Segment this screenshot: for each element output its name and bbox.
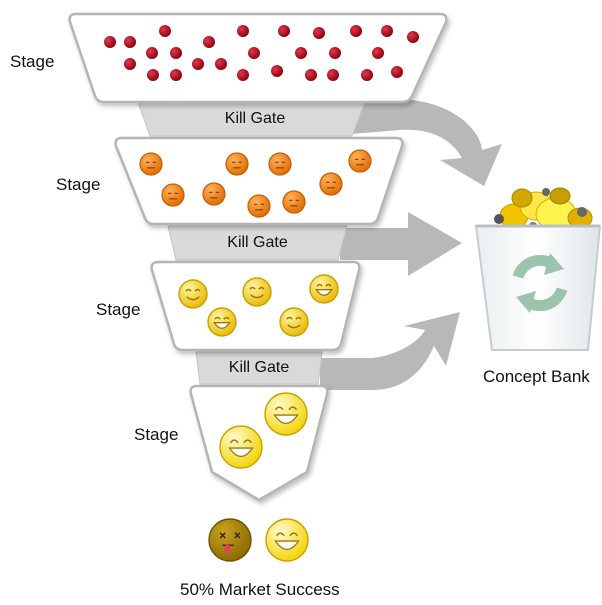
concept-dot <box>391 66 403 78</box>
smiley-face-icon <box>219 425 263 469</box>
concept-dot <box>237 25 249 37</box>
concept-dot <box>329 47 341 59</box>
orange-neutral-face-icon <box>282 190 306 214</box>
gate-label-1: Kill Gate <box>224 110 286 127</box>
smiley-face-icon <box>265 518 309 562</box>
reject-arrow-2 <box>340 212 462 276</box>
smiley-face-icon <box>242 277 272 307</box>
concept-dot <box>381 25 393 37</box>
result-items <box>208 518 309 562</box>
smiley-face-icon <box>279 307 309 337</box>
concept-dot <box>305 69 317 81</box>
concept-dot <box>372 47 384 59</box>
orange-neutral-face-icon <box>139 152 163 176</box>
concept-dot <box>147 69 159 81</box>
concept-dot <box>170 69 182 81</box>
concept-dot <box>215 58 227 70</box>
concept-dot <box>248 47 260 59</box>
concept-dot <box>104 36 116 48</box>
concept-dot <box>407 31 419 43</box>
sick-face-icon <box>208 518 252 562</box>
concept-dot <box>203 36 215 48</box>
gate-label-3: Kill Gate <box>228 359 290 376</box>
orange-neutral-face-icon <box>268 152 292 176</box>
concept-bank-label: Concept Bank <box>483 367 590 386</box>
concept-dot <box>278 25 290 37</box>
orange-neutral-face-icon <box>348 149 372 173</box>
stage-label-4: Stage <box>134 425 179 444</box>
orange-neutral-face-icon <box>161 183 185 207</box>
smiley-face-icon <box>264 392 308 436</box>
concept-bank-bin <box>474 187 602 351</box>
concept-dot <box>295 47 307 59</box>
concept-dot <box>327 69 339 81</box>
concept-dot <box>146 47 158 59</box>
concept-dot <box>124 36 136 48</box>
stage-2-items <box>139 149 372 218</box>
market-success-label: 50% Market Success <box>180 580 340 599</box>
stage-label-3: Stage <box>96 300 141 319</box>
concept-dot <box>350 25 362 37</box>
concept-dot <box>159 25 171 37</box>
concept-dot <box>192 58 204 70</box>
reject-arrow-3 <box>320 312 460 390</box>
orange-neutral-face-icon <box>225 152 249 176</box>
stage-label-1: Stage <box>10 52 55 71</box>
stage-4-items <box>219 392 308 469</box>
orange-neutral-face-icon <box>319 172 343 196</box>
gate-label-2: Kill Gate <box>227 234 288 251</box>
smiley-face-icon <box>178 279 208 309</box>
recycle-icon <box>512 253 568 313</box>
concept-dot <box>237 69 249 81</box>
reject-arrow-1 <box>350 100 502 186</box>
gate-bar-3 <box>195 351 323 385</box>
stage-label-2: Stage <box>56 175 101 194</box>
stage-funnel-2 <box>114 136 404 226</box>
orange-neutral-face-icon <box>202 182 226 206</box>
concept-dot <box>361 69 373 81</box>
concept-dot <box>124 58 136 70</box>
stage-1-items <box>104 25 419 81</box>
orange-neutral-face-icon <box>247 194 271 218</box>
smiley-face-icon <box>207 307 237 337</box>
gate-bar-2 <box>167 225 348 261</box>
concept-dot <box>313 27 325 39</box>
concept-dot <box>271 65 283 77</box>
bank-pile <box>494 187 593 231</box>
concept-dot <box>170 47 182 59</box>
stage-3-items <box>178 274 339 337</box>
smiley-face-icon <box>309 274 339 304</box>
